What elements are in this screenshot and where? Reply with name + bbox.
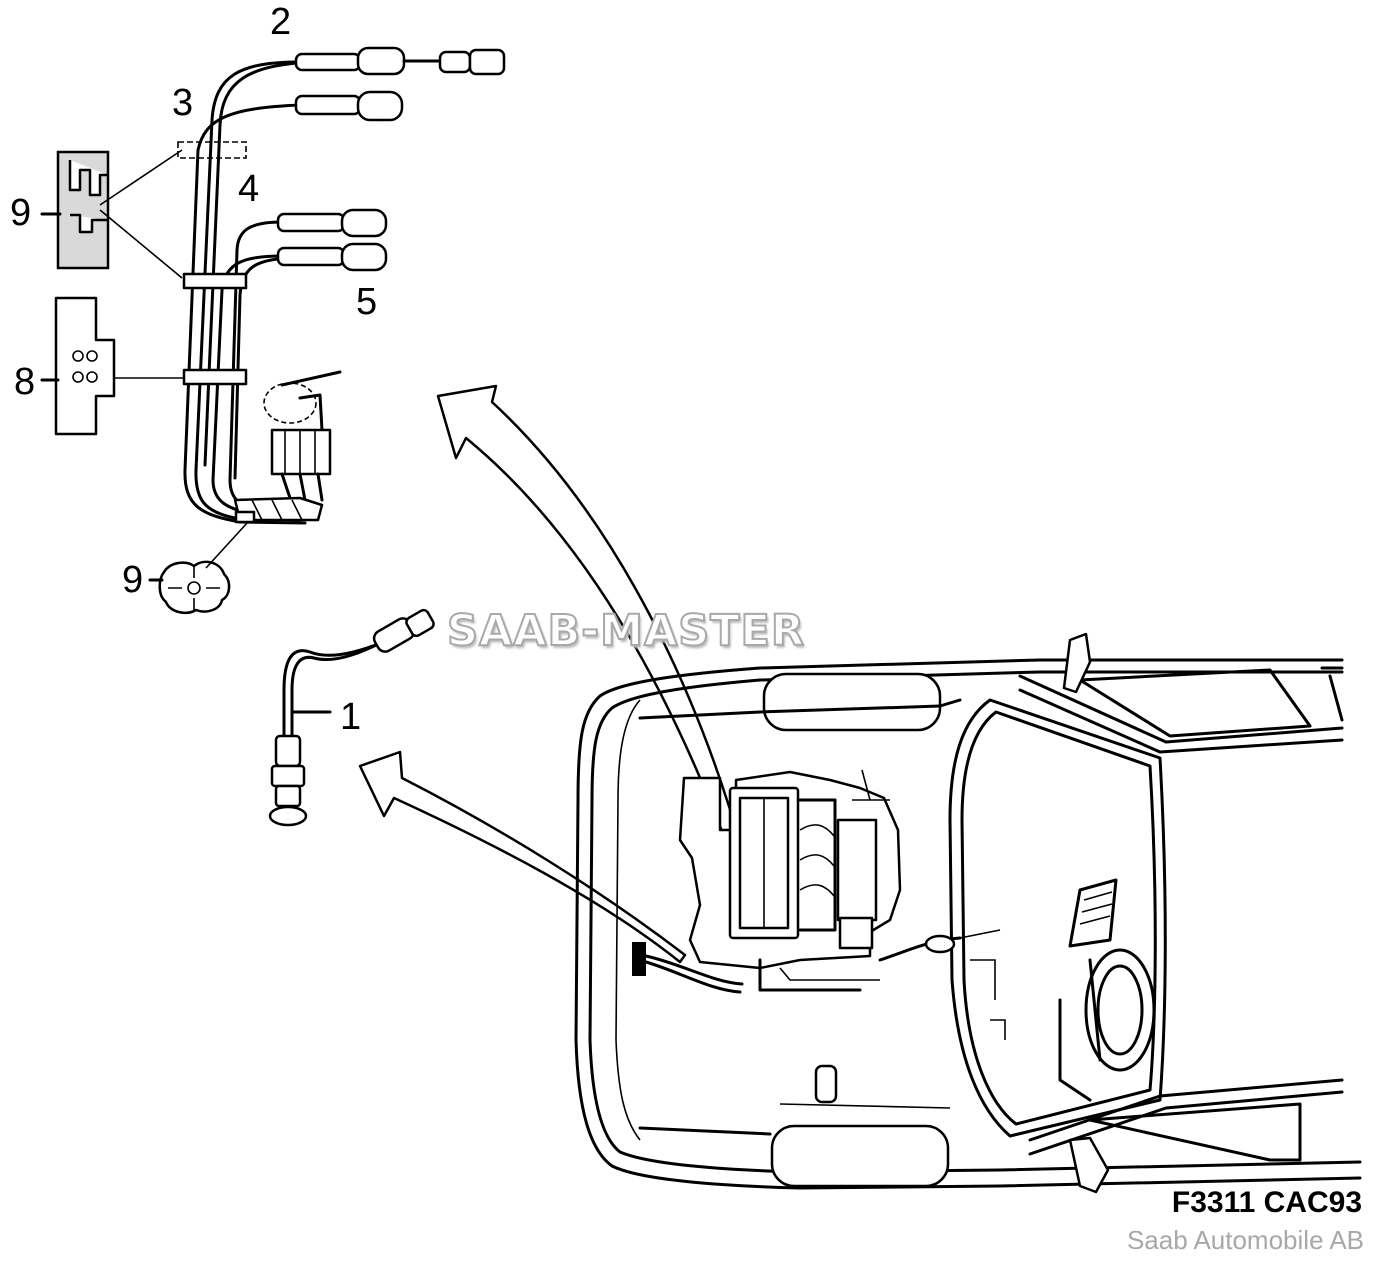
pointer-arrows — [358, 384, 744, 964]
callout-1: 1 — [340, 696, 362, 738]
ignition-lead-set — [177, 46, 506, 525]
grommet-9 — [148, 521, 249, 614]
callout-2: 2 — [270, 1, 292, 43]
copyright: Saab Automobile AB — [1126, 1225, 1364, 1255]
callout-3: 3 — [172, 82, 194, 124]
sensor-cable-1 — [268, 608, 435, 827]
watermark: SAAB-MASTER — [446, 605, 806, 657]
car-outline — [574, 632, 1362, 1194]
figure-code: F3311 CAC93 — [1171, 1186, 1362, 1219]
engine-assembly — [632, 769, 1001, 994]
callout-8: 9 — [10, 192, 32, 234]
retainer-plate-7 — [40, 296, 184, 436]
callout-5: 5 — [356, 281, 378, 323]
callout-9-label: 9 — [122, 559, 144, 601]
callout-7: 8 — [14, 361, 36, 403]
callout-4: 4 — [238, 168, 260, 210]
cable-holder-8 — [40, 149, 183, 279]
